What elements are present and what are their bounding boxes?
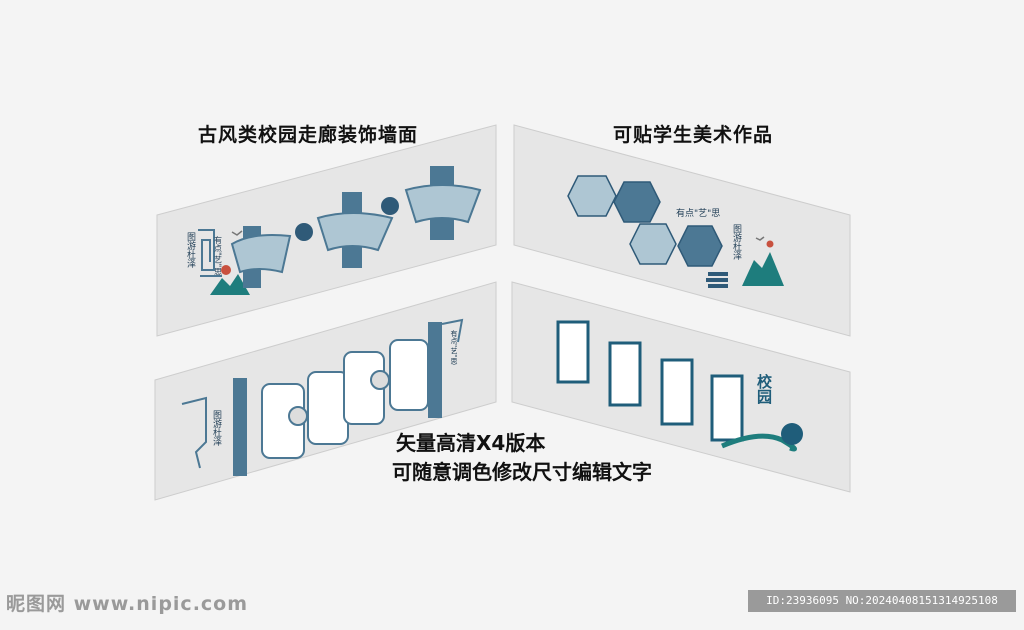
lattice-column-left [233, 378, 247, 476]
feature-note-line2: 可随意调色修改尺寸编辑文字 [392, 460, 652, 484]
art-frame-1 [556, 320, 590, 384]
art-frame-2 [608, 341, 642, 407]
portrait-icon-1 [288, 406, 308, 426]
fan-frame-2 [316, 192, 394, 268]
sun-icon [221, 265, 231, 275]
round-window-2 [381, 197, 399, 215]
art-frame-4 [710, 374, 744, 442]
motto-top-left: 有点"艺"思 [214, 235, 223, 275]
scroll-frame-2 [307, 371, 349, 445]
site-watermark: 昵图网 www.nipic.com [6, 593, 249, 615]
eave-roof-right [441, 318, 464, 343]
eave-roof-left [181, 396, 207, 469]
left-panel-title: 古风类校园走廊装饰墙面 [198, 124, 419, 146]
brand-vertical-top-left: 图游杜泽 [185, 232, 196, 269]
hexagon-frame-group [567, 175, 723, 267]
bird-icon-right [755, 236, 765, 241]
mountain-icon-right [742, 252, 784, 286]
fan-frame-1 [230, 226, 292, 288]
cloud-icon [781, 423, 803, 445]
fret-pattern-icon [198, 229, 222, 277]
art-frame-3 [660, 358, 694, 426]
bird-icon [231, 230, 243, 236]
lattice-column-right [428, 322, 442, 418]
brand-vertical-top-right: 图游杜泽 [731, 224, 742, 261]
portrait-icon-2 [370, 370, 390, 390]
sun-icon-right [766, 240, 774, 248]
campus-text: 校园 [755, 373, 773, 405]
image-id-watermark: ID:23936095 NO:20240408151314925108 [748, 590, 1016, 612]
brand-vertical-bottom-left: 图游杜泽 [211, 410, 222, 447]
cloud-wave-icon [721, 433, 797, 452]
right-panel-title: 可贴学生美术作品 [613, 124, 774, 146]
round-window-1 [295, 223, 313, 241]
motto-bottom-left: 有点"艺"思 [450, 329, 458, 364]
feature-note-line1: 矢量高清X4版本 [396, 431, 546, 455]
scroll-frame-4 [389, 339, 429, 411]
motto-top-right: 有点"艺"思 [676, 207, 720, 219]
book-stack-icon [706, 272, 728, 288]
mountain-icon [210, 274, 250, 295]
fan-frame-3 [404, 166, 482, 240]
